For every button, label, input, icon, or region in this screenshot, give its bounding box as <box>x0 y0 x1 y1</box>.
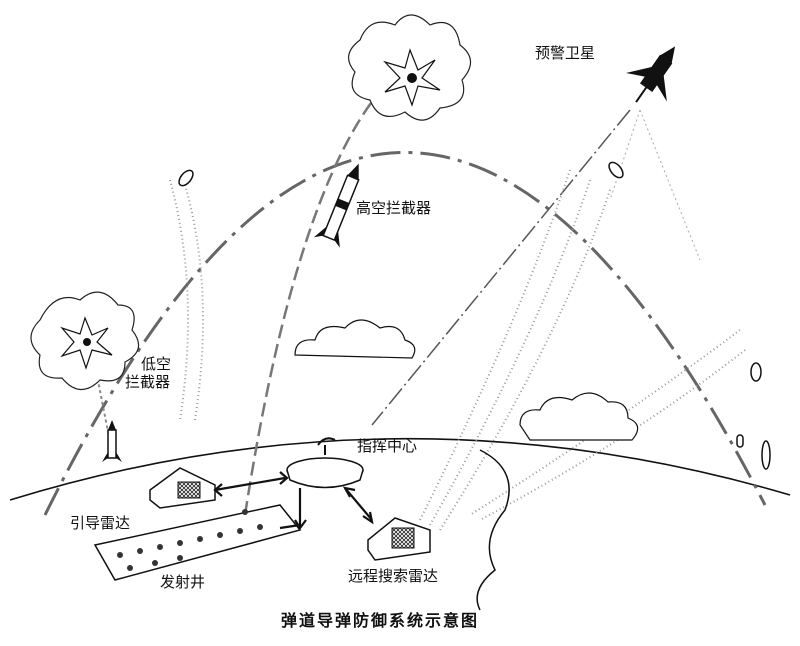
river-line <box>476 449 510 611</box>
radar-beams <box>169 169 746 531</box>
search-radar-building <box>367 517 431 561</box>
satellite-link-to-command <box>371 109 631 426</box>
label-early-warning-satellite: 预警卫星 <box>535 44 596 62</box>
low-altitude-explosion <box>30 291 140 391</box>
label-low-line2: 拦截器 <box>125 373 171 391</box>
label-guidance-radar: 引导雷达 <box>70 514 131 532</box>
command-center-building <box>286 437 364 489</box>
high-altitude-explosion <box>348 14 472 121</box>
guidance-radar-building <box>149 467 216 509</box>
label-low-altitude-interceptor: 低空 拦截器 <box>125 355 171 391</box>
diagram-caption: 弹道导弹防御系统示意图 <box>281 611 480 630</box>
label-low-line1: 低空 <box>141 355 172 373</box>
missile-trajectory-arc <box>43 151 767 516</box>
network-arrows <box>213 471 374 530</box>
cloud-icons <box>294 319 639 441</box>
warhead-icons <box>178 161 771 470</box>
high-interceptor-missile-icon <box>313 163 360 248</box>
label-command-center: 指挥中心 <box>357 437 418 455</box>
early-warning-satellite-icon <box>625 46 676 103</box>
label-high-altitude-interceptor: 高空拦截器 <box>356 199 432 217</box>
launch-silo-field <box>93 504 302 581</box>
low-interceptor-missile-icon <box>102 420 122 462</box>
interceptor-trajectory-arc <box>243 69 401 516</box>
earth-horizon <box>9 437 791 501</box>
label-launch-silo: 发射井 <box>160 573 206 591</box>
label-long-range-search-radar: 远程搜索雷达 <box>348 567 439 585</box>
satellite-beam <box>609 109 701 261</box>
